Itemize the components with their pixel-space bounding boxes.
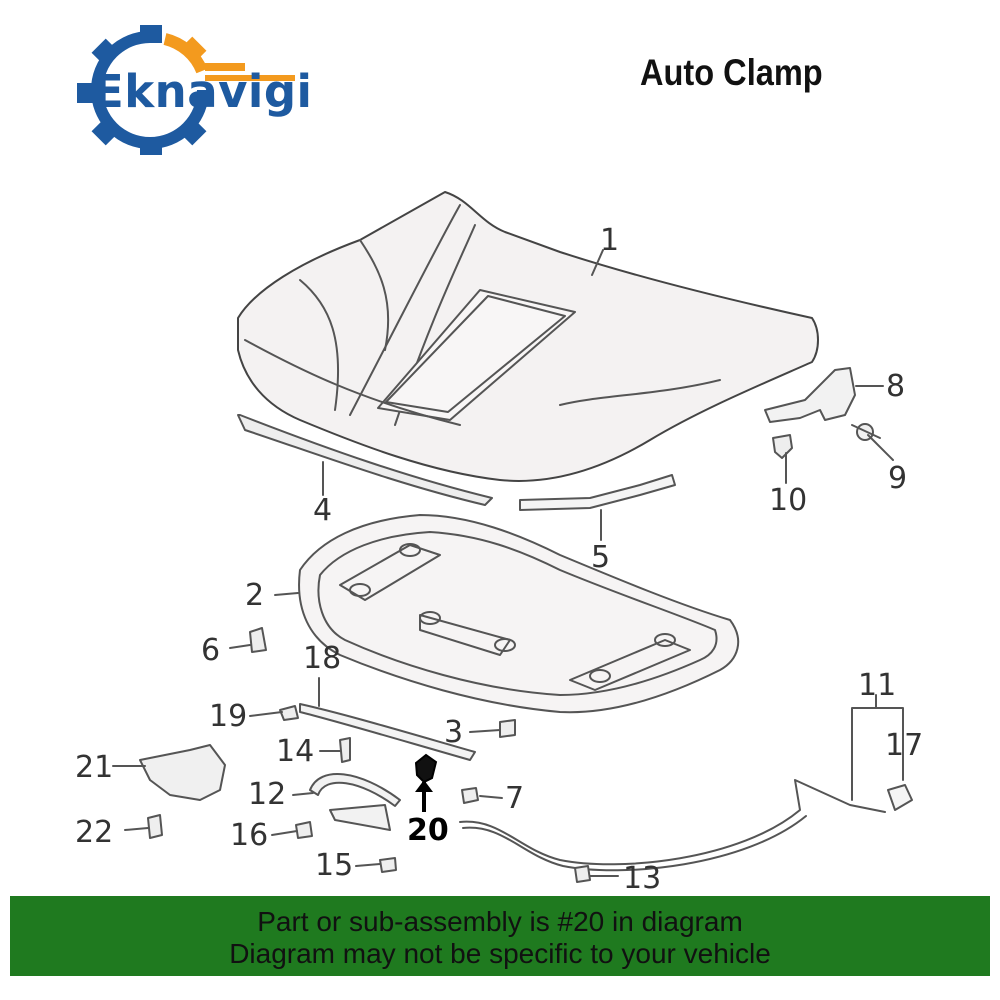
callout-14: 14: [276, 734, 314, 769]
clip-10: [772, 434, 793, 459]
disclaimer-line-2: Diagram may not be specific to your vehi…: [229, 938, 771, 969]
auto-clamp-20: [414, 753, 438, 812]
callout-11: 11: [858, 668, 896, 703]
parts-diagram: 1 2 3 4 5 6 7 8 9 10 11 12 13 14 15 16 1…: [75, 191, 923, 890]
callout-5: 5: [591, 540, 610, 575]
callout-10: 10: [769, 483, 807, 518]
bolt-14: [339, 737, 351, 763]
callout-3: 3: [444, 715, 463, 750]
cap-17: [887, 784, 913, 811]
callout-20: 20: [407, 813, 449, 848]
disclaimer-line-1: Part or sub-assembly is #20 in diagram: [257, 906, 743, 937]
release-handle: [309, 773, 401, 831]
front-seal: [237, 414, 493, 506]
page-title: Auto Clamp: [640, 52, 823, 93]
hood-latch: [139, 744, 226, 801]
gear-icon: [77, 25, 295, 155]
clip-7: [461, 787, 479, 804]
callout-19: 19: [209, 699, 247, 734]
rear-seal: [519, 474, 676, 511]
hinge-bracket: [764, 367, 856, 423]
disclaimer-banner: Part or sub-assembly is #20 in diagram D…: [10, 896, 990, 976]
callout-1: 1: [600, 223, 619, 258]
callout-4: 4: [313, 493, 332, 528]
callout-13: 13: [623, 861, 661, 890]
bumper-6: [249, 627, 267, 653]
callout-16: 16: [230, 818, 268, 853]
clip-15: [379, 857, 397, 873]
brand-name: Eknavigi: [93, 65, 313, 118]
callout-18: 18: [303, 641, 341, 676]
callout-8: 8: [886, 369, 905, 404]
callout-17: 17: [885, 728, 923, 763]
bolt-9: [851, 423, 881, 441]
bolt-22: [147, 814, 163, 839]
brand-logo: Eknavigi: [55, 25, 335, 155]
grommet-19: [279, 705, 299, 721]
callout-15: 15: [315, 848, 353, 883]
callout-2: 2: [245, 578, 264, 613]
clip-16: [295, 821, 313, 839]
callout-7: 7: [505, 781, 524, 816]
prop-rod: [299, 703, 476, 761]
callout-12: 12: [248, 777, 286, 812]
callout-6: 6: [201, 633, 220, 668]
release-cable: [459, 779, 886, 866]
clip-13: [574, 865, 591, 883]
clip-3: [499, 719, 516, 738]
callout-21: 21: [75, 750, 113, 785]
callout-9: 9: [888, 461, 907, 496]
hood-panel: [237, 191, 819, 482]
callout-22: 22: [75, 815, 113, 850]
hood-insulator: [298, 514, 740, 714]
